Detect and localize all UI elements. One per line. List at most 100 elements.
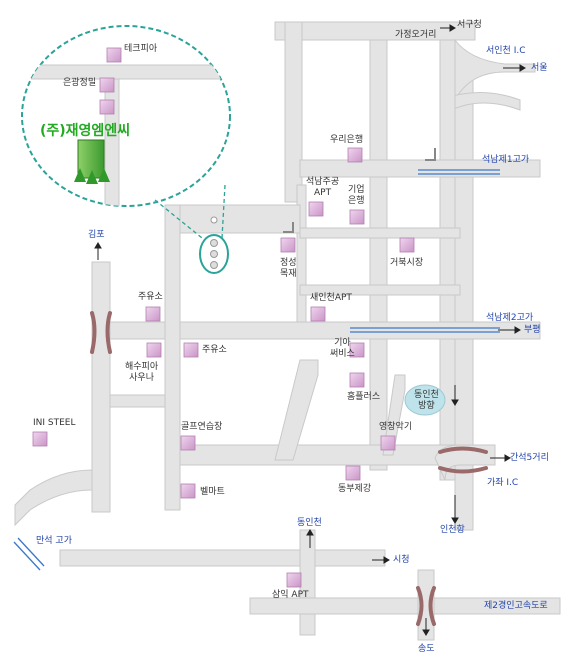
- label-incheonhang: 인천항: [440, 525, 465, 535]
- label-seogu: 서구청: [457, 20, 482, 30]
- label-techpia: 테크피아: [124, 44, 158, 54]
- building-icon-haesu: [146, 342, 162, 358]
- label-jeongseong-line1: 정성: [280, 258, 297, 268]
- label-seoknam-apt-line1: 석남주공: [306, 177, 340, 187]
- building-icon-gas2: [183, 342, 199, 358]
- building-icon-geobuk: [399, 237, 415, 253]
- label-ganseok: 간석5거리: [510, 453, 549, 463]
- label-gas2: 주유소: [202, 345, 227, 355]
- label-kia-line2: 써비스: [330, 349, 355, 359]
- building-icons: [32, 47, 415, 588]
- label-gas1: 주유소: [138, 292, 163, 302]
- road-v3: [439, 39, 456, 481]
- label-dongincheon: 동인천: [297, 518, 322, 528]
- building-icon-ibk: [349, 209, 365, 225]
- road-h2: [164, 204, 301, 234]
- label-expressway2: 제2경인고속도로: [484, 601, 548, 611]
- label-seoknam-apt-line2: APT: [314, 188, 332, 198]
- road-h7: [59, 549, 386, 567]
- road-ic-ramp: [454, 38, 536, 101]
- label-bellmart: 벨마트: [200, 487, 225, 497]
- label-uri-bank: 우리은행: [330, 135, 364, 145]
- direction-arrows: [94, 24, 526, 636]
- company-building: [77, 139, 105, 179]
- label-haesu: 해수피아 사우나: [125, 362, 158, 384]
- road-h3: [299, 227, 461, 239]
- label-seongnam2: 석남제2고가: [486, 313, 534, 323]
- label-jeongseong-line2: 목재: [280, 269, 297, 279]
- building-icon-homeplus: [349, 372, 365, 388]
- label-geobuk: 거북시장: [390, 258, 424, 268]
- building-icon-jeongseong: [280, 237, 296, 253]
- label-dongincheon-bang: 동인천 방향: [414, 390, 439, 412]
- label-saeincheon: 새인천APT: [310, 293, 352, 303]
- zoom-connector: [154, 184, 226, 243]
- building-icon-seoknam: [308, 201, 324, 217]
- label-gimpo: 김포: [88, 230, 105, 240]
- label-yeongchang: 영창악기: [379, 422, 413, 432]
- company-name: (주)재영엠엔씨: [40, 123, 131, 139]
- building-icon-saeincheon: [310, 306, 326, 322]
- label-gajwa-ic: 가좌 I.C: [487, 478, 519, 488]
- label-songdo: 송도: [418, 644, 435, 654]
- label-seoul: 서울: [531, 63, 548, 73]
- label-ibk-line1: 기업: [348, 185, 365, 195]
- label-eungwang: 은광정밀: [63, 78, 97, 88]
- building-icon-golf: [180, 435, 196, 451]
- road-network: [14, 21, 561, 641]
- label-bupyeong: 부평: [524, 325, 541, 335]
- road-left-vertical: [91, 261, 111, 513]
- road-v6: [299, 529, 316, 636]
- road-ic-loop: [439, 92, 521, 113]
- road-h8: [249, 597, 561, 615]
- building-icon-samik: [286, 572, 302, 588]
- road-v7: [417, 569, 435, 641]
- building-icon-bellmart: [180, 483, 196, 499]
- label-seoin-ic: 서인천 I.C: [486, 46, 526, 56]
- building-icon-uri: [347, 147, 363, 163]
- label-kia: 기아 써비스: [330, 338, 355, 360]
- label-seongnam1: 석남제1고가: [482, 155, 530, 165]
- label-ini-steel: INI STEEL: [33, 418, 76, 428]
- corner-markers: [283, 148, 436, 233]
- label-haesu-line2: 사우나: [129, 373, 154, 383]
- road-v1: [284, 21, 303, 203]
- road-diag-1: [274, 359, 319, 461]
- building-icon-yeongchang: [380, 435, 396, 451]
- dongincheon-direction-bubble: [404, 384, 446, 416]
- zoom-inset: [21, 25, 231, 207]
- road-top: [274, 21, 476, 41]
- building-icon-eungwang-2: [99, 99, 115, 115]
- label-seoknam-apt: 석남주공 APT: [306, 177, 339, 199]
- road-h1: [299, 159, 541, 178]
- label-ibk-line2: 은행: [348, 196, 365, 206]
- road-h9: [109, 394, 166, 408]
- road-v5: [164, 204, 181, 511]
- location-marker-icon: [199, 216, 229, 274]
- rail-lines: [13, 169, 500, 571]
- label-ibk: 기업 은행: [348, 185, 365, 207]
- label-homeplus: 홈플러스: [347, 392, 381, 402]
- label-golf: 골프연습장: [181, 422, 223, 432]
- building-icon-gas1: [145, 306, 161, 322]
- company-trees: [74, 168, 110, 184]
- building-icon-ini: [32, 431, 48, 447]
- building-icon-eungwang: [99, 77, 115, 93]
- label-manseok: 만석 고가: [36, 536, 72, 546]
- label-kia-line1: 기아: [334, 338, 351, 348]
- label-dongbu: 동부제강: [338, 484, 372, 494]
- building-icon-techpia: [106, 47, 122, 63]
- label-samik: 삼익 APT: [272, 590, 309, 600]
- road-h4: [299, 284, 461, 296]
- label-jeongseong: 정성 목재: [280, 258, 297, 280]
- bridges: [90, 311, 488, 626]
- label-sicheong: 시청: [393, 555, 410, 565]
- label-dongincheon-bang-line1: 동인천: [414, 390, 439, 400]
- road-v2: [369, 39, 388, 471]
- label-haesu-line1: 해수피아: [125, 362, 159, 372]
- road-left-curve: [14, 469, 93, 527]
- label-gasan: 가정오거리: [395, 30, 437, 40]
- building-icon-kia: [349, 342, 365, 358]
- label-dongincheon-bang-line2: 방향: [418, 401, 435, 411]
